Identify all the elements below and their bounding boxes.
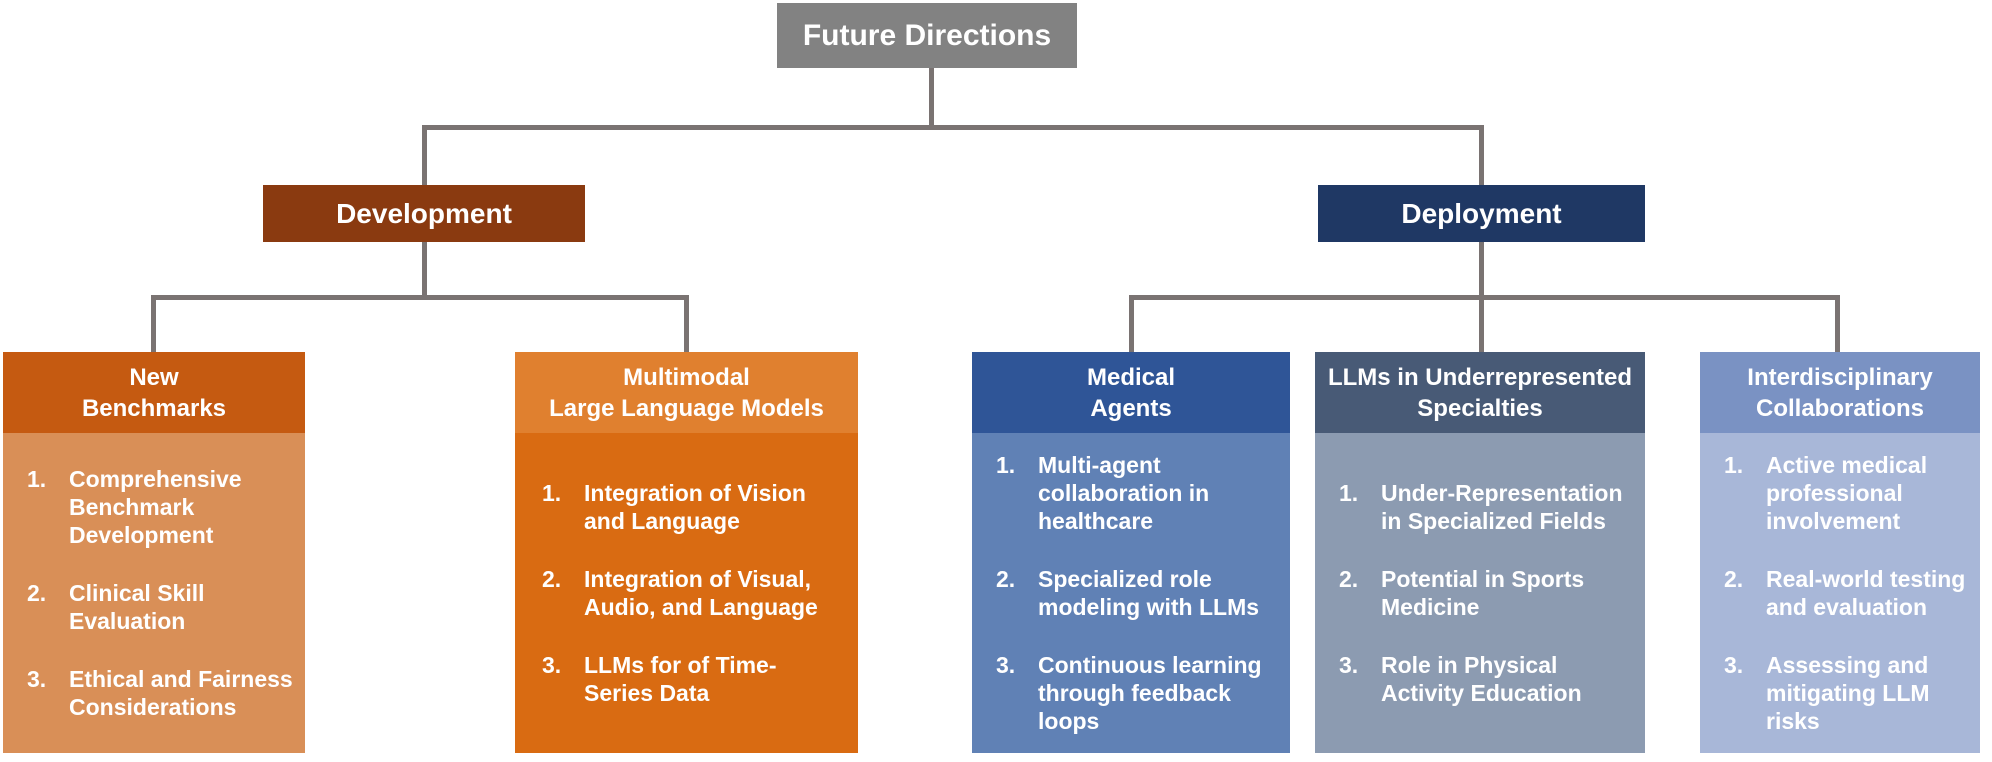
list-item: 2. Clinical Skill Evaluation — [27, 579, 295, 635]
list-item: 3. Ethical and Fairness Considerations — [27, 665, 295, 721]
connector-deployment-horizontal — [1129, 295, 1840, 300]
branch-node-deployment: Deployment — [1318, 185, 1645, 242]
leaf-body: 1. Comprehensive Benchmark Development 2… — [3, 433, 305, 753]
list-item-number: 3. — [1724, 652, 1744, 678]
list-item-number: 2. — [996, 566, 1016, 592]
leaf-header: New Benchmarks — [3, 352, 305, 433]
list-item-text: LLMs for of Time-Series Data — [584, 652, 777, 706]
list-item: 3. Assessing and mitigating LLM risks — [1724, 651, 1970, 735]
leaf-header: Interdisciplinary Collaborations — [1700, 352, 1980, 433]
leaf-body: 1. Active medical professional involveme… — [1700, 433, 1980, 753]
leaf-title-line: Interdisciplinary — [1747, 363, 1933, 391]
list-item-number: 1. — [1339, 480, 1359, 506]
leaf-header: Medical Agents — [972, 352, 1290, 433]
list-item: 3. LLMs for of Time-Series Data — [542, 651, 840, 707]
branch-deployment-label: Deployment — [1401, 197, 1562, 229]
branch-development-label: Development — [336, 197, 512, 229]
leaf-title-line: New — [129, 363, 179, 391]
leaf-title-line: Collaborations — [1755, 394, 1924, 422]
leaf-body: 1. Multi-agent collaboration in healthca… — [972, 433, 1290, 753]
connector-interdisciplinary-drop — [1835, 295, 1840, 352]
list-item: 2. Specialized role modeling with LLMs — [996, 565, 1280, 621]
leaf-title-line: LLMs in Underrepresented — [1327, 363, 1633, 391]
list-item-number: 2. — [542, 566, 562, 592]
list-item-text: Clinical Skill Evaluation — [69, 580, 205, 634]
list-item: 1. Multi-agent collaboration in healthca… — [996, 451, 1280, 535]
list-item-number: 1. — [542, 480, 562, 506]
leaf-body: 1. Integration of Vision and Language 2.… — [515, 433, 858, 753]
leaf-header: LLMs in Underrepresented Specialties — [1315, 352, 1645, 433]
list-item: 1. Comprehensive Benchmark Development — [27, 465, 295, 549]
leaf-title-line: Specialties — [1417, 394, 1543, 422]
leaf-node-medical-agents: Medical Agents 1. Multi-agent collaborat… — [972, 352, 1290, 753]
connector-top-horizontal — [422, 125, 1484, 130]
list-item-text: Integration of Vision and Language — [584, 480, 806, 534]
list-item-text: Real-world testing and evaluation — [1766, 566, 1966, 620]
list-item-text: Active medical professional involvement — [1766, 452, 1928, 534]
list-item: 2. Real-world testing and evaluation — [1724, 565, 1970, 621]
list-item: 1. Integration of Vision and Language — [542, 479, 840, 535]
list-item-text: Specialized role modeling with LLMs — [1038, 566, 1260, 620]
branch-node-development: Development — [263, 185, 585, 242]
list-item-number: 3. — [996, 652, 1016, 678]
connector-development-drop — [422, 125, 427, 185]
leaf-title-line: Multimodal — [623, 363, 750, 391]
list-item: 2. Potential in Sports Medicine — [1339, 565, 1635, 621]
leaf-body: 1. Under-Representation in Specialized F… — [1315, 433, 1645, 753]
connector-new-benchmarks-drop — [151, 295, 156, 352]
leaf-title-line: Medical — [1086, 363, 1176, 391]
list-item-number: 1. — [1724, 452, 1744, 478]
leaf-title-line: Large Language Models — [549, 394, 824, 422]
list-item-text: Under-Representation in Specialized Fiel… — [1381, 480, 1623, 534]
list-item-text: Multi-agent collaboration in healthcare — [1038, 452, 1210, 534]
list-item-text: Ethical and Fairness Considerations — [69, 666, 293, 720]
leaf-title-line: Benchmarks — [81, 394, 227, 422]
leaf-node-new-benchmarks: New Benchmarks 1. Comprehensive Benchmar… — [3, 352, 305, 753]
list-item-number: 2. — [1724, 566, 1744, 592]
list-item-number: 3. — [542, 652, 562, 678]
leaf-title-line: Agents — [1090, 394, 1172, 422]
list-item-number: 3. — [1339, 652, 1359, 678]
connector-multimodal-drop — [684, 295, 689, 352]
list-item-number: 1. — [27, 466, 47, 492]
leaf-node-underrepresented-specialties: LLMs in Underrepresented Specialties 1. … — [1315, 352, 1645, 753]
connector-development-stem — [422, 242, 427, 298]
list-item-text: Comprehensive Benchmark Development — [69, 466, 242, 548]
list-item-text: Integration of Visual, Audio, and Langua… — [584, 566, 818, 620]
list-item-number: 2. — [1339, 566, 1359, 592]
list-item: 2. Integration of Visual, Audio, and Lan… — [542, 565, 840, 621]
list-item-text: Continuous learning through feedback loo… — [1038, 652, 1262, 734]
leaf-header: Multimodal Large Language Models — [515, 352, 858, 433]
connector-development-horizontal — [151, 295, 689, 300]
list-item-text: Role in Physical Activity Education — [1381, 652, 1582, 706]
connector-root-vertical — [929, 68, 934, 128]
root-node-future-directions: Future Directions — [777, 3, 1077, 68]
list-item: 3. Continuous learning through feedback … — [996, 651, 1280, 735]
list-item-text: Potential in Sports Medicine — [1381, 566, 1585, 620]
list-item-number: 3. — [27, 666, 47, 692]
list-item: 1. Under-Representation in Specialized F… — [1339, 479, 1635, 535]
root-node-label: Future Directions — [802, 18, 1052, 52]
list-item-text: Assessing and mitigating LLM risks — [1766, 652, 1930, 734]
leaf-node-interdisciplinary-collaborations: Interdisciplinary Collaborations 1. Acti… — [1700, 352, 1980, 753]
connector-medical-agents-drop — [1129, 295, 1134, 352]
list-item: 1. Active medical professional involveme… — [1724, 451, 1970, 535]
leaf-node-multimodal-llms: Multimodal Large Language Models 1. Inte… — [515, 352, 858, 753]
list-item-number: 2. — [27, 580, 47, 606]
connector-deployment-drop — [1479, 125, 1484, 185]
list-item: 3. Role in Physical Activity Education — [1339, 651, 1635, 707]
list-item-number: 1. — [996, 452, 1016, 478]
